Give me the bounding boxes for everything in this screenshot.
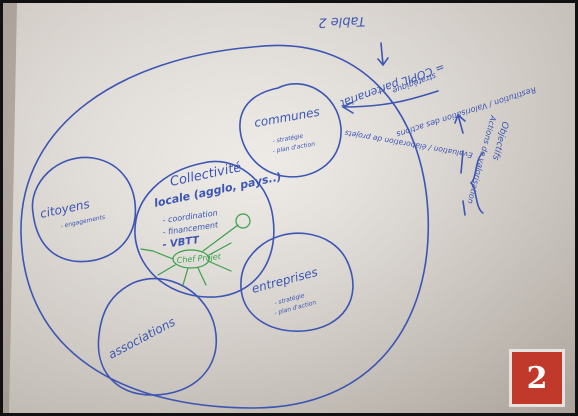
chef-projet-label: Chef Projet [176,252,222,265]
whiteboard-photo: Table 2 = COPIL partenariat stratégique … [3,3,575,413]
outer-circle [20,44,430,409]
green-sketch [140,213,251,286]
citoyens-circle [31,156,137,263]
associations-circle [97,277,218,396]
entreprises-circle [240,232,354,332]
communes-circle [239,83,342,178]
photo-number-badge: 2 [509,349,565,407]
arrow-to-circle [342,90,439,108]
center-circle [134,160,275,298]
top-title: Table 2 [318,13,365,30]
center-line-5: - VBTT [162,235,201,251]
